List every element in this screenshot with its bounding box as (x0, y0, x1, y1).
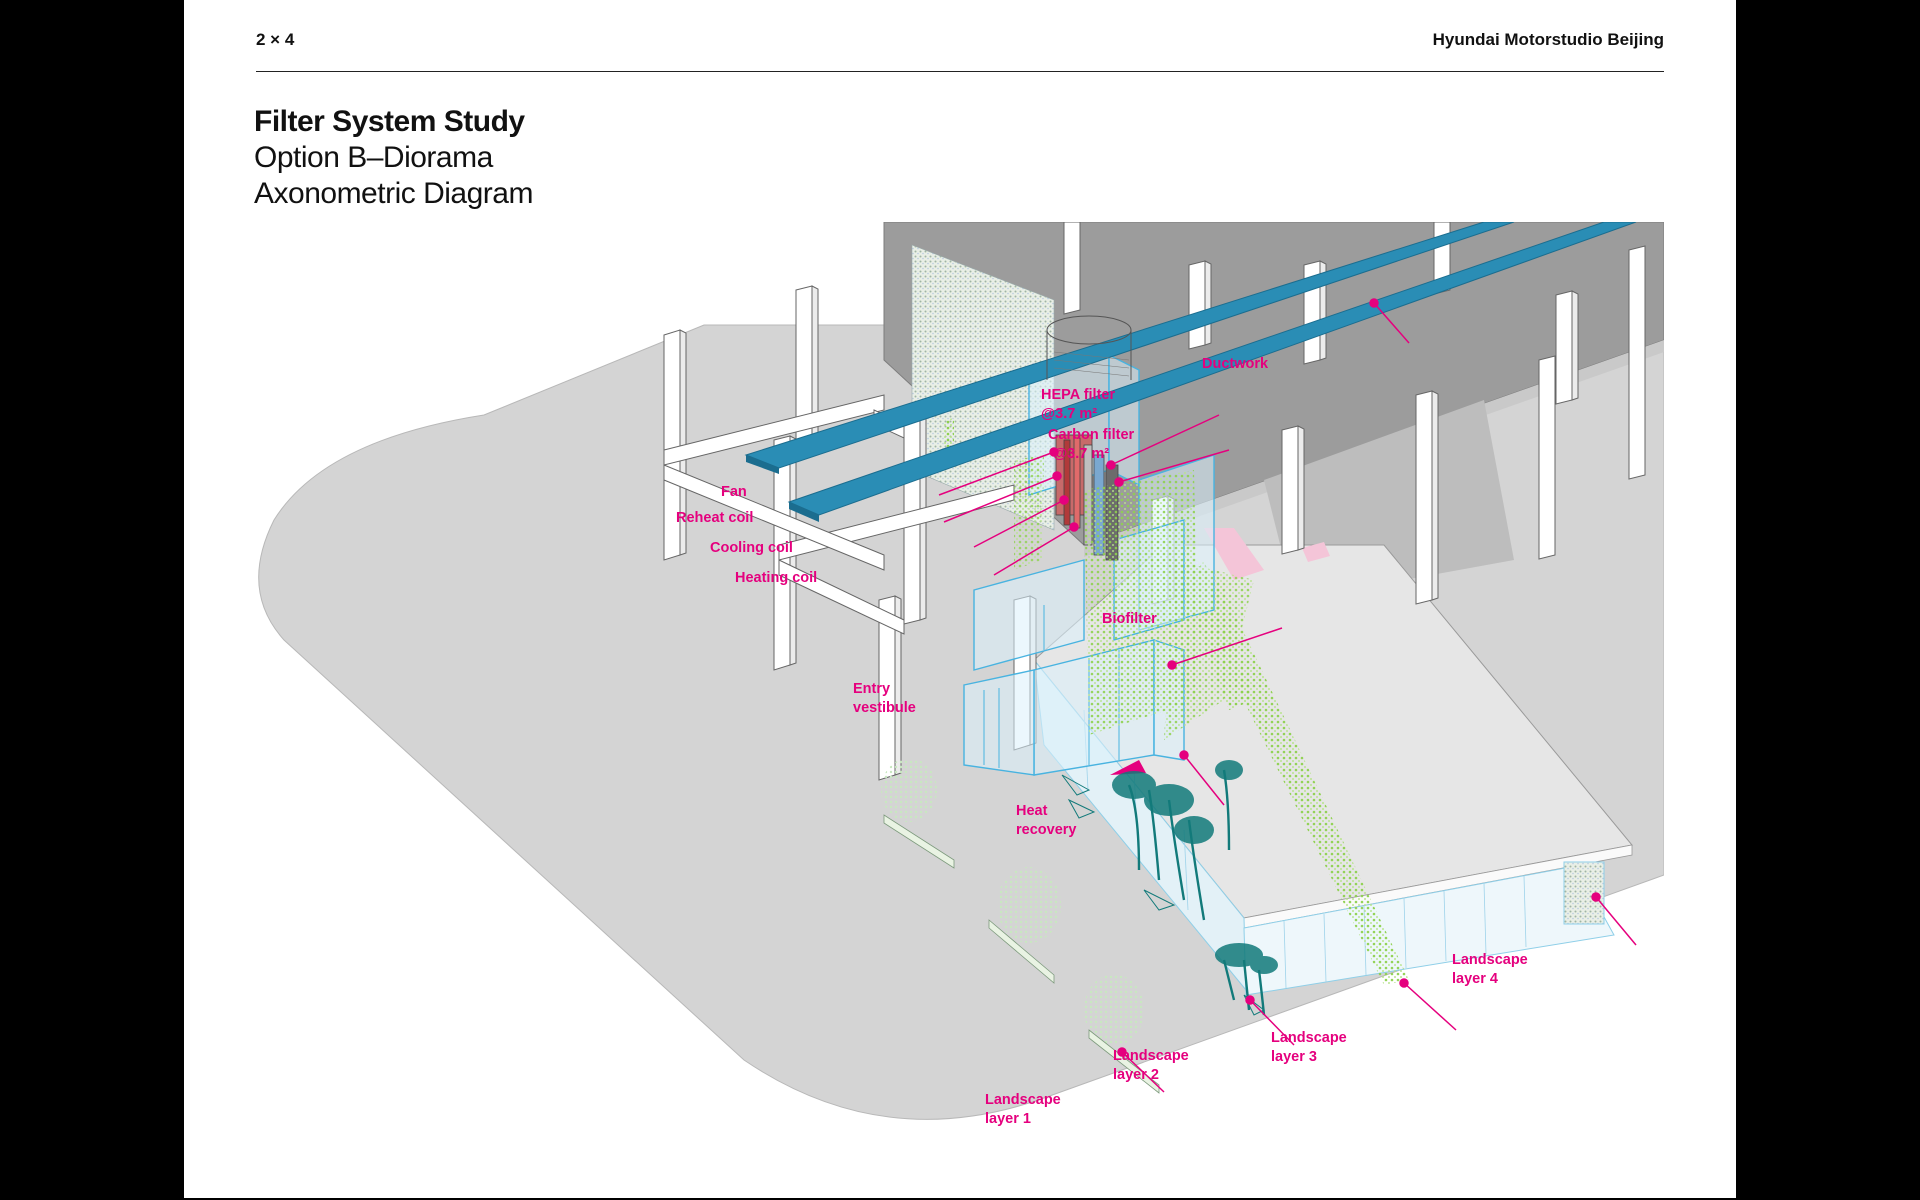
label-ls4-line2: layer 4 (1452, 971, 1498, 987)
label-ls2-line2: layer 2 (1113, 1067, 1159, 1083)
label-ls4-line1: Landscape (1452, 952, 1528, 968)
ductwork (744, 222, 1637, 522)
project-name: Hyundai Motorstudio Beijing (1432, 30, 1664, 49)
page-title: Filter System Study Option B–Diorama Axo… (254, 104, 533, 212)
header-divider (256, 71, 1664, 72)
label-landscape-layer-4: Landscape layer 4 (1452, 951, 1528, 989)
label-landscape-layer-1: Landscape layer 1 (985, 1091, 1061, 1129)
label-cooling-coil: Cooling coil (710, 540, 793, 556)
title-line-3: Axonometric Diagram (254, 177, 533, 210)
title-line-1: Filter System Study (254, 105, 525, 138)
label-reheat-coil: Reheat coil (676, 510, 754, 526)
label-ls1-line1: Landscape (985, 1092, 1061, 1108)
label-entry-line1: Entry (853, 681, 891, 697)
label-entry-line2: vestibule (853, 700, 916, 716)
label-hepa-line2: @3.7 m² (1041, 406, 1098, 422)
label-landscape-layer-2: Landscape layer 2 (1113, 1047, 1189, 1085)
page-number: 2 × 4 (256, 30, 295, 49)
label-hepa-filter: HEPA filter @3.7 m² (1041, 386, 1115, 424)
label-ls1-line2: layer 1 (985, 1111, 1031, 1127)
landscape-layer-1 (881, 758, 1144, 1046)
label-landscape-layer-3: Landscape layer 3 (1271, 1029, 1347, 1067)
document-page: 2 × 4 Hyundai Motorstudio Beijing Filter… (184, 0, 1736, 1198)
label-biofilter: Biofilter (1102, 611, 1157, 627)
label-carbon-line1: Carbon filter (1048, 427, 1135, 443)
label-ls3-line1: Landscape (1271, 1030, 1347, 1046)
label-ls3-line2: layer 3 (1271, 1049, 1317, 1065)
label-ls2-line1: Landscape (1113, 1048, 1189, 1064)
label-heat-recovery: Heat recovery (1016, 802, 1076, 840)
label-heat-line2: recovery (1016, 822, 1077, 838)
green-wall-landscape-3 (1204, 580, 1409, 985)
annotation-leaders (938, 298, 1637, 1093)
label-ductwork: Ductwork (1202, 356, 1269, 372)
title-line-2: Option B–Diorama (254, 141, 493, 174)
label-heat-line1: Heat (1016, 803, 1048, 819)
label-hepa-line1: HEPA filter (1041, 387, 1116, 403)
axonometric-diagram (258, 222, 1664, 1120)
label-carbon-filter: Carbon filter @3.7 m² (1048, 426, 1134, 464)
label-heating-coil: Heating coil (735, 570, 818, 586)
label-entry-vestibule: Entry vestibule (853, 680, 916, 718)
label-fan: Fan (721, 484, 747, 500)
label-carbon-line2: @3.7 m² (1053, 446, 1110, 462)
